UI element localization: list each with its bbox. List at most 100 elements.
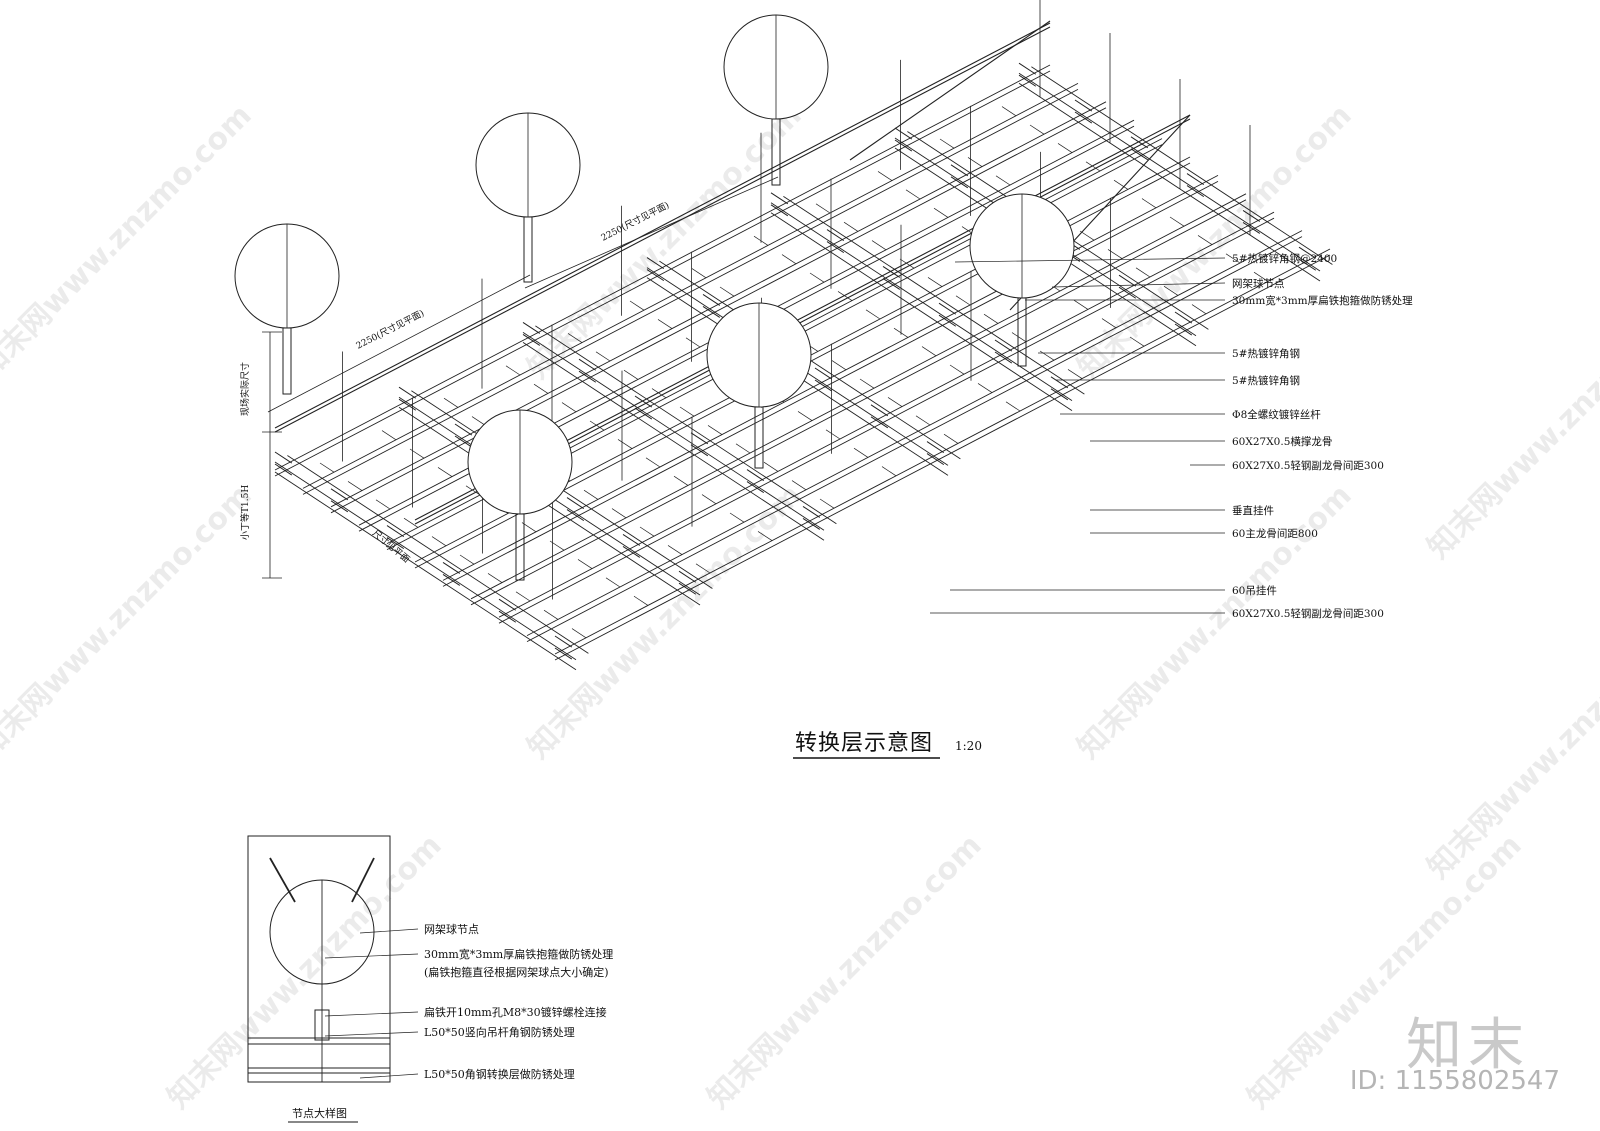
- cross-brace: [381, 430, 397, 441]
- beam-segment: [1074, 99, 1093, 112]
- vertical-angle-post: [1017, 297, 1027, 367]
- beam-segment: [950, 176, 969, 189]
- top-diagonal: [849, 20, 1051, 161]
- beam-segment: [882, 265, 901, 278]
- beam-segment: [870, 404, 889, 417]
- cross-brace: [865, 309, 881, 320]
- cross-brace: [719, 286, 735, 297]
- beam-segment: [882, 277, 901, 290]
- cross-brace: [977, 383, 993, 393]
- cross-brace: [589, 420, 605, 431]
- callout-cross-keel: 60X27X0.5横撑龙骨: [1232, 435, 1332, 448]
- cross-brace: [853, 447, 869, 458]
- detail-drawing: [247, 835, 419, 1083]
- cross-brace: [375, 499, 391, 510]
- cross-brace: [617, 439, 633, 449]
- beam-segment: [274, 451, 293, 464]
- beam-segment: [554, 647, 573, 660]
- cross-brace: [651, 388, 667, 399]
- cross-brace: [431, 536, 447, 547]
- cross-brace: [887, 397, 903, 407]
- main-keel: [522, 332, 825, 531]
- beam-segment: [634, 407, 653, 420]
- cross-brace: [1101, 318, 1117, 329]
- cross-brace: [949, 364, 965, 375]
- cross-brace: [443, 397, 459, 408]
- cross-brace: [685, 337, 701, 348]
- detail-labels: 网架球节点 30mm宽*3mm厚扁铁抱箍做防锈处理 (扁铁抱箍直径根据网架球点大…: [424, 922, 613, 1081]
- beam-segment: [802, 517, 821, 530]
- cross-brace: [757, 531, 773, 541]
- top-angle-steel: [274, 22, 1051, 429]
- main-scale: 1:20: [955, 739, 982, 753]
- main-keel: [287, 455, 589, 654]
- cross-brace: [505, 365, 521, 376]
- main-keel: [1018, 72, 1321, 272]
- cross-brace: [939, 138, 955, 149]
- sub-keel: [274, 70, 1051, 477]
- detail-label-hoop: 30mm宽*3mm厚扁铁抱箍做防锈处理: [424, 947, 613, 961]
- cross-brace: [735, 443, 751, 454]
- cross-brace: [623, 369, 639, 380]
- brand-watermark: 知末: [1406, 1013, 1530, 1078]
- cross-brace: [679, 406, 695, 417]
- sub-keel: [470, 199, 1247, 606]
- beam-segment: [1298, 246, 1317, 259]
- cross-brace: [1225, 253, 1241, 264]
- beam-segment: [702, 293, 721, 306]
- cross-brace: [1067, 369, 1083, 379]
- watermark-text: 知末网www.znzmo.com: [701, 828, 989, 1116]
- cross-brace: [571, 628, 587, 639]
- watermark-text: 知末网www.znzmo.com: [1421, 278, 1600, 566]
- beam-segment: [690, 444, 709, 457]
- cross-brace: [983, 313, 999, 324]
- main-title: 转换层示意图: [795, 731, 933, 756]
- cross-brace: [561, 402, 577, 413]
- cross-brace: [1011, 332, 1027, 343]
- beam-segment: [1130, 136, 1149, 149]
- callout-angle-2: 5#热镀锌角钢: [1232, 374, 1300, 387]
- beam-segment: [926, 453, 945, 466]
- beam-segment: [442, 573, 461, 586]
- beam-segment: [442, 561, 461, 574]
- main-keel: [783, 195, 1085, 395]
- cross-brace: [1141, 198, 1157, 209]
- beam-segment: [826, 241, 845, 254]
- beam-segment: [1174, 311, 1193, 324]
- sub-keel: [498, 217, 1275, 624]
- cross-brace: [1197, 235, 1213, 245]
- detail-leader: [324, 1031, 419, 1037]
- cross-brace: [487, 573, 503, 583]
- dim-diagonal: 尺寸见平面: [370, 527, 412, 565]
- cross-brace: [797, 411, 813, 421]
- vertical-angle-post: [754, 406, 764, 469]
- cross-brace: [605, 577, 621, 588]
- beam-segment: [330, 488, 349, 501]
- cross-brace: [639, 526, 655, 537]
- cross-brace: [899, 258, 915, 269]
- beam-segment: [814, 367, 833, 380]
- beam-segment: [1186, 185, 1205, 198]
- cross-brace: [955, 295, 971, 306]
- cross-brace: [673, 475, 689, 486]
- beam-segment: [770, 204, 789, 217]
- detail-brace-right: [351, 857, 375, 903]
- cross-brace: [825, 429, 841, 440]
- beam-segment: [1074, 111, 1093, 124]
- cross-brace: [791, 480, 807, 491]
- watermark-text: 知末网www.znzmo.com: [0, 478, 259, 766]
- sub-keel: [526, 236, 1303, 642]
- cross-brace: [543, 609, 559, 620]
- cross-brace: [1057, 143, 1073, 153]
- beam-segment: [770, 192, 789, 205]
- watermark-text: 知末网www.znzmo.com: [0, 98, 259, 386]
- beam-segment: [274, 463, 293, 476]
- cross-brace: [815, 203, 831, 214]
- beam-segment: [1186, 173, 1205, 186]
- sub-keel: [526, 230, 1303, 636]
- top-angle-steel: [274, 26, 1051, 433]
- cross-brace: [905, 189, 921, 200]
- watermark-text: 知末网www.znzmo.com: [161, 828, 449, 1116]
- callout-leaders: [930, 257, 1226, 614]
- beam-segment: [926, 441, 945, 454]
